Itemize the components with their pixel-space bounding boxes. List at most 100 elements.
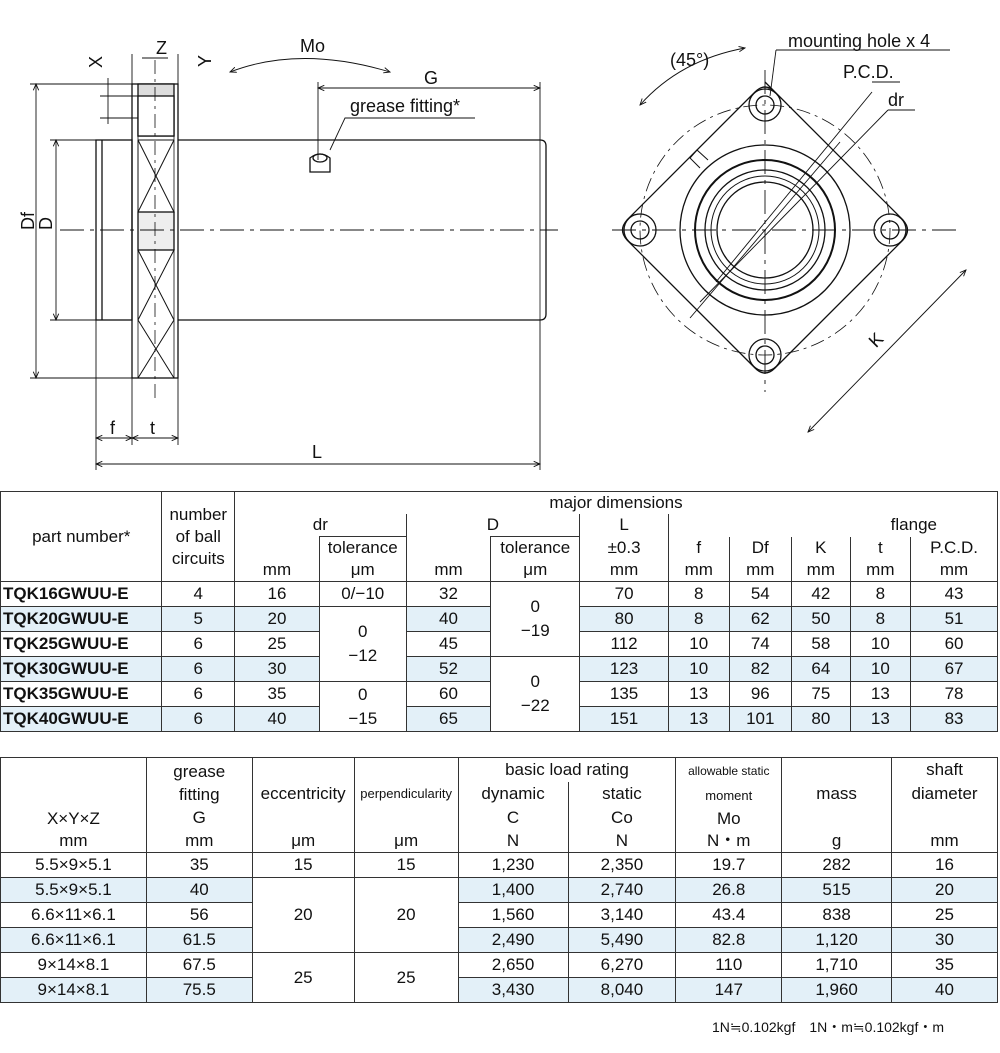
front-dimensions xyxy=(612,48,966,432)
cell: 74 xyxy=(728,631,793,657)
cell: 6 xyxy=(161,631,236,657)
cell: 43.4 xyxy=(675,902,783,928)
cell: 8 xyxy=(849,606,912,632)
cell: 19.7 xyxy=(675,852,783,878)
cell: 30 xyxy=(891,927,998,953)
cell: 6.6×11×6.1 xyxy=(0,902,147,928)
cell: 6 xyxy=(161,706,236,732)
cell: 2,650 xyxy=(457,952,569,978)
table-row: TQK30GWUU-E 6 30 52 0−22 123 10 82 64 10… xyxy=(0,656,998,732)
cell: 1,400 xyxy=(457,877,569,903)
header-k: K xyxy=(791,536,851,559)
label-z: Z xyxy=(156,38,167,58)
unit-conversion-note: 1N≒0.102kgf 1N・m≒0.102kgf・m xyxy=(712,1019,945,1035)
cell: 40 xyxy=(405,606,492,632)
cell: 0−19 xyxy=(490,581,581,657)
cell: 78 xyxy=(910,681,998,707)
cell: 67.5 xyxy=(145,952,253,978)
cell: 10 xyxy=(667,631,730,657)
side-dimensions xyxy=(30,54,540,470)
unit-mm: mm xyxy=(849,559,912,582)
header-d: D xyxy=(405,514,581,537)
cell: 20 xyxy=(353,877,459,953)
part-number: TQK35GWUU-E xyxy=(0,681,163,707)
table-row: TQK25GWUU-E 6 25 45 112 10 74 58 10 60 xyxy=(0,631,998,657)
cell: 20 xyxy=(891,877,998,903)
header-dynamic: dynamic xyxy=(457,782,569,806)
cell: 62 xyxy=(728,606,793,632)
cell: 82.8 xyxy=(675,927,783,953)
label-mo: Mo xyxy=(300,36,325,56)
cell: 15 xyxy=(251,852,355,878)
cell: 30 xyxy=(234,656,320,682)
cell: 5.5×9×5.1 xyxy=(0,877,147,903)
cell: 35 xyxy=(234,681,320,707)
label-l: L xyxy=(312,442,322,462)
cell: 1,710 xyxy=(781,952,893,978)
table-row: 5.5×9×5.1 35 15 15 1,230 2,350 19.7 282 … xyxy=(0,852,998,878)
cell: 2,740 xyxy=(567,877,677,903)
label-f: f xyxy=(110,418,116,438)
cell: 2,490 xyxy=(457,927,569,953)
cell: 8,040 xyxy=(567,977,677,1003)
cell: 10 xyxy=(849,631,912,657)
cell: 25 xyxy=(353,952,459,1003)
unit-mm: mm xyxy=(405,559,492,582)
cell: 8 xyxy=(667,606,730,632)
cell: 64 xyxy=(791,656,851,682)
unit: μm xyxy=(251,830,355,853)
cell: 13 xyxy=(849,706,912,732)
cell: 70 xyxy=(579,581,669,607)
cell: 51 xyxy=(910,606,998,632)
header-dr: dr xyxy=(234,514,407,537)
unit-um: μm xyxy=(490,559,581,582)
cell: 25 xyxy=(891,902,998,928)
cell: 3,140 xyxy=(567,902,677,928)
part-number: TQK40GWUU-E xyxy=(0,706,163,732)
unit: mm xyxy=(145,830,253,853)
part-number: TQK16GWUU-E xyxy=(0,581,163,607)
cell: 20 xyxy=(251,877,355,953)
cell: 135 xyxy=(579,681,669,707)
cell: 8 xyxy=(849,581,912,607)
header-eccentricity: eccentricity xyxy=(251,757,355,830)
header-df: Df xyxy=(728,536,793,559)
cell: 15 xyxy=(353,852,459,878)
cell: 50 xyxy=(791,606,851,632)
cell: 83 xyxy=(910,706,998,732)
cell: 282 xyxy=(781,852,893,878)
cell: 6 xyxy=(161,681,236,707)
unit: g xyxy=(781,830,893,853)
header-dynamic-c: C xyxy=(457,806,569,830)
cell: 2,350 xyxy=(567,852,677,878)
cell: 54 xyxy=(728,581,793,607)
table-row: 5.5×9×5.1 40 20 20 1,400 2,740 26.8 515 … xyxy=(0,877,998,953)
cell: 151 xyxy=(579,706,669,732)
unit: mm xyxy=(891,830,998,853)
part-number: TQK25GWUU-E xyxy=(0,631,163,657)
cell: 20 xyxy=(234,606,320,632)
cell: 75 xyxy=(791,681,851,707)
cell: 75.5 xyxy=(145,977,253,1003)
label-df: Df xyxy=(18,211,38,230)
cell: 5 xyxy=(161,606,236,632)
cell: 1,560 xyxy=(457,902,569,928)
part-number: TQK20GWUU-E xyxy=(0,606,163,632)
cell: 43 xyxy=(910,581,998,607)
cell: 80 xyxy=(791,706,851,732)
header-basic-load: basic load rating xyxy=(457,757,677,783)
label-dr: dr xyxy=(888,90,904,110)
label-grease-fitting: grease fitting* xyxy=(350,96,460,116)
unit: N xyxy=(567,830,677,853)
cell: 9×14×8.1 xyxy=(0,952,147,978)
table-row: TQK16GWUU-E 4 16 0/−10 32 0−19 70 8 54 4… xyxy=(0,581,998,657)
cell: 6 xyxy=(161,656,236,682)
side-labels: X Z Y Mo G grease fitting* Df D f t L xyxy=(18,36,460,462)
cell: 9×14×8.1 xyxy=(0,977,147,1003)
